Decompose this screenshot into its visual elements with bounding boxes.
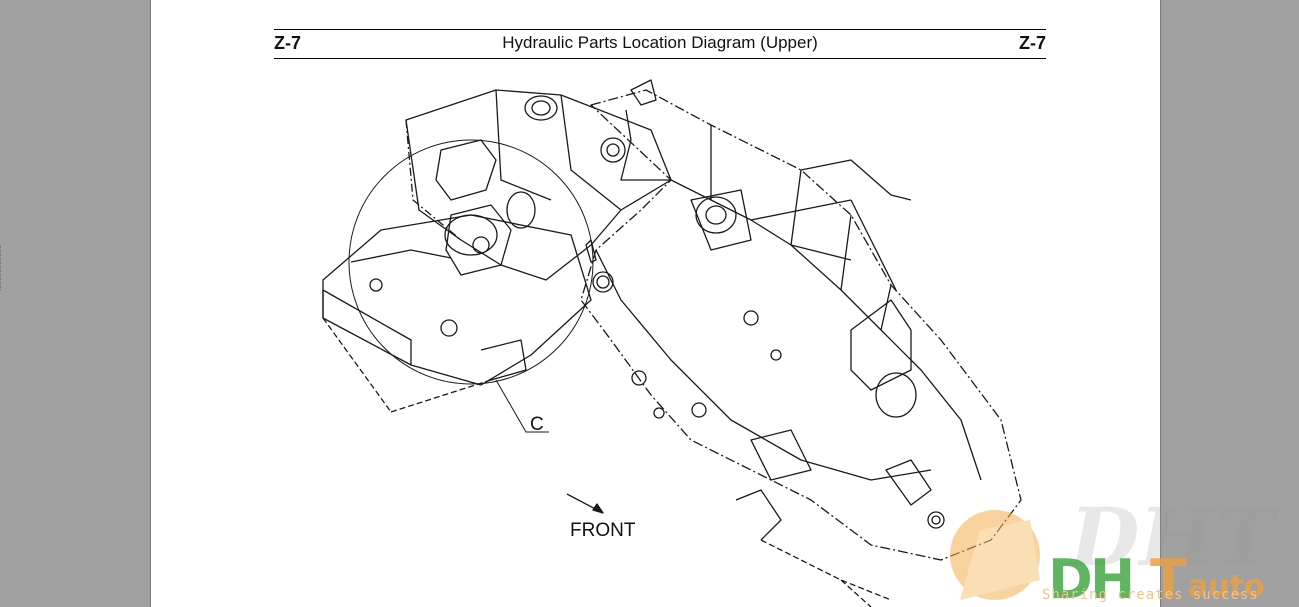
main-boom-frame (580, 79, 1022, 607)
viewer-edge-grip (0, 245, 3, 290)
hydraulic-parts-diagram (322, 79, 1022, 607)
base-plate (322, 214, 592, 413)
watermark-slogan: Sharing creates success (1042, 587, 1259, 603)
front-label: FRONT (570, 520, 636, 541)
page-header: Z-7 Hydraulic Parts Location Diagram (Up… (274, 29, 1046, 59)
upper-frame (405, 89, 672, 293)
section-code-right: Z-7 (1019, 33, 1046, 53)
section-code-left: Z-7 (274, 33, 301, 53)
document-page: Z-7 Hydraulic Parts Location Diagram (Up… (150, 0, 1161, 607)
page-title: Hydraulic Parts Location Diagram (Upper) (502, 33, 818, 52)
detail-circle-c (348, 139, 594, 385)
detail-label-c: C (530, 414, 544, 435)
front-direction-arrow (566, 493, 604, 514)
detail-leader-line (495, 379, 549, 433)
